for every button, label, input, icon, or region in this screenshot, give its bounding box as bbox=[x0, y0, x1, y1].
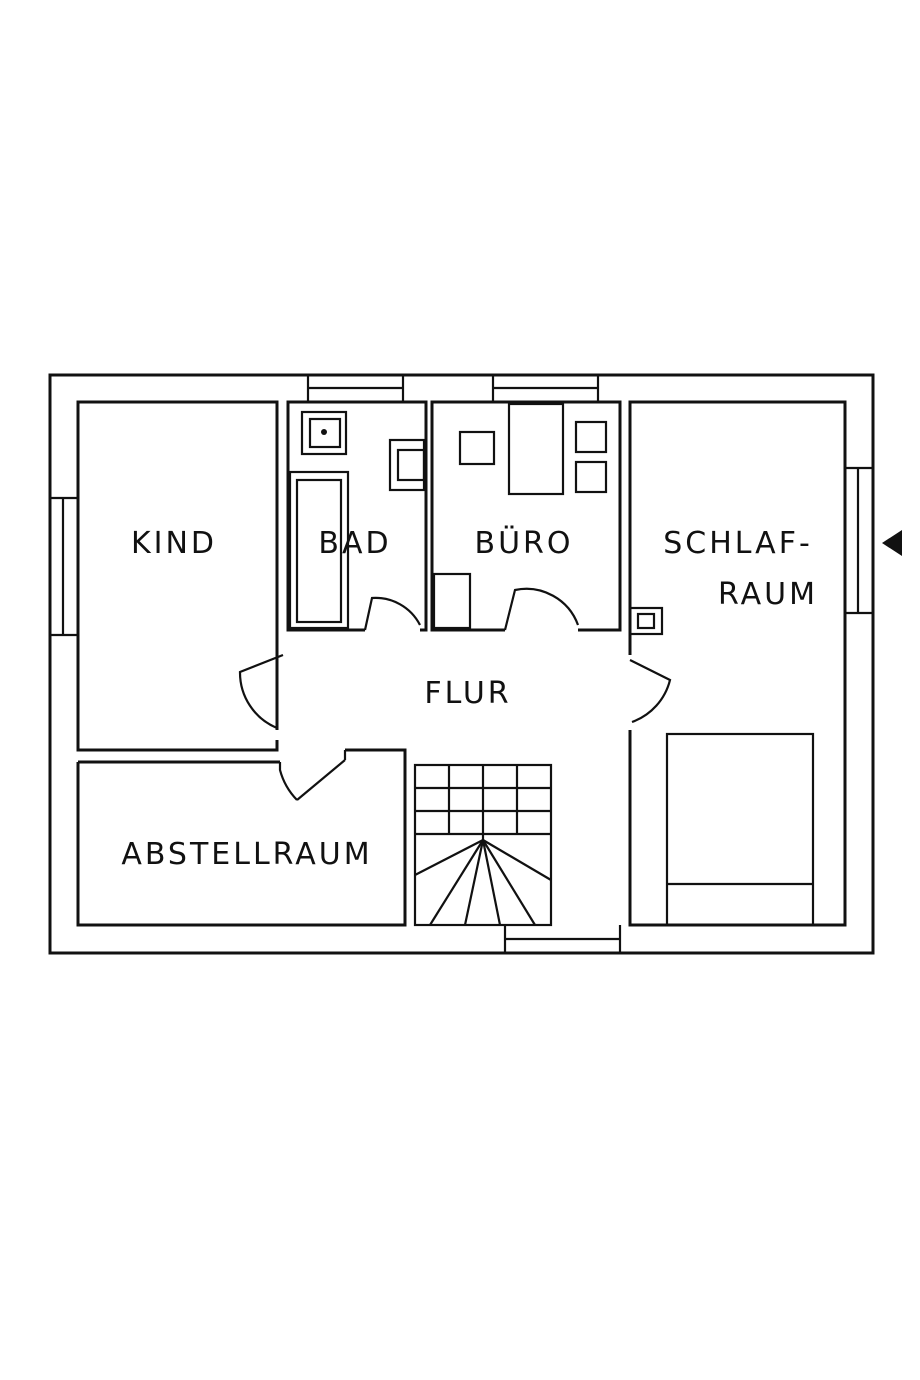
room-schlafraum bbox=[628, 400, 873, 927]
window-bad bbox=[306, 375, 405, 402]
window-buero bbox=[491, 375, 600, 402]
door-buero bbox=[503, 587, 580, 631]
door-schlafraum bbox=[629, 659, 672, 724]
room-bad bbox=[286, 375, 428, 632]
label-bad: BAD bbox=[318, 526, 391, 561]
room-kind bbox=[50, 400, 279, 752]
staircase bbox=[413, 763, 553, 927]
window-kind bbox=[50, 496, 78, 637]
shelf bbox=[432, 572, 472, 630]
window-flur bbox=[503, 925, 622, 953]
outer-walls bbox=[48, 373, 875, 955]
label-buero: BÜRO bbox=[475, 525, 574, 561]
room-buero bbox=[430, 375, 622, 632]
window-schlafraum bbox=[845, 466, 873, 615]
cabinet-bottom bbox=[574, 460, 608, 494]
door-kind bbox=[238, 653, 284, 730]
label-schlafraum-1: SCHLAF- bbox=[663, 526, 813, 561]
label-abstellraum: ABSTELLRAUM bbox=[121, 837, 372, 872]
label-flur: FLUR bbox=[424, 676, 511, 711]
sink bbox=[388, 438, 426, 492]
bathtub bbox=[288, 470, 350, 630]
toilet-fixture bbox=[300, 410, 348, 456]
room-abstellraum bbox=[76, 748, 407, 927]
label-kind: KIND bbox=[131, 526, 217, 561]
room-flur bbox=[238, 653, 622, 953]
desk bbox=[507, 402, 565, 496]
entrance-arrow-icon bbox=[882, 530, 902, 556]
chair-left bbox=[458, 430, 496, 466]
bed bbox=[665, 732, 815, 927]
shaft bbox=[628, 606, 664, 636]
door-abstellraum bbox=[278, 750, 347, 801]
label-schlafraum-2: RAUM bbox=[718, 577, 818, 612]
door-leaf-abstellraum bbox=[296, 759, 346, 801]
door-bad bbox=[363, 596, 421, 631]
cabinet-top bbox=[574, 420, 608, 454]
